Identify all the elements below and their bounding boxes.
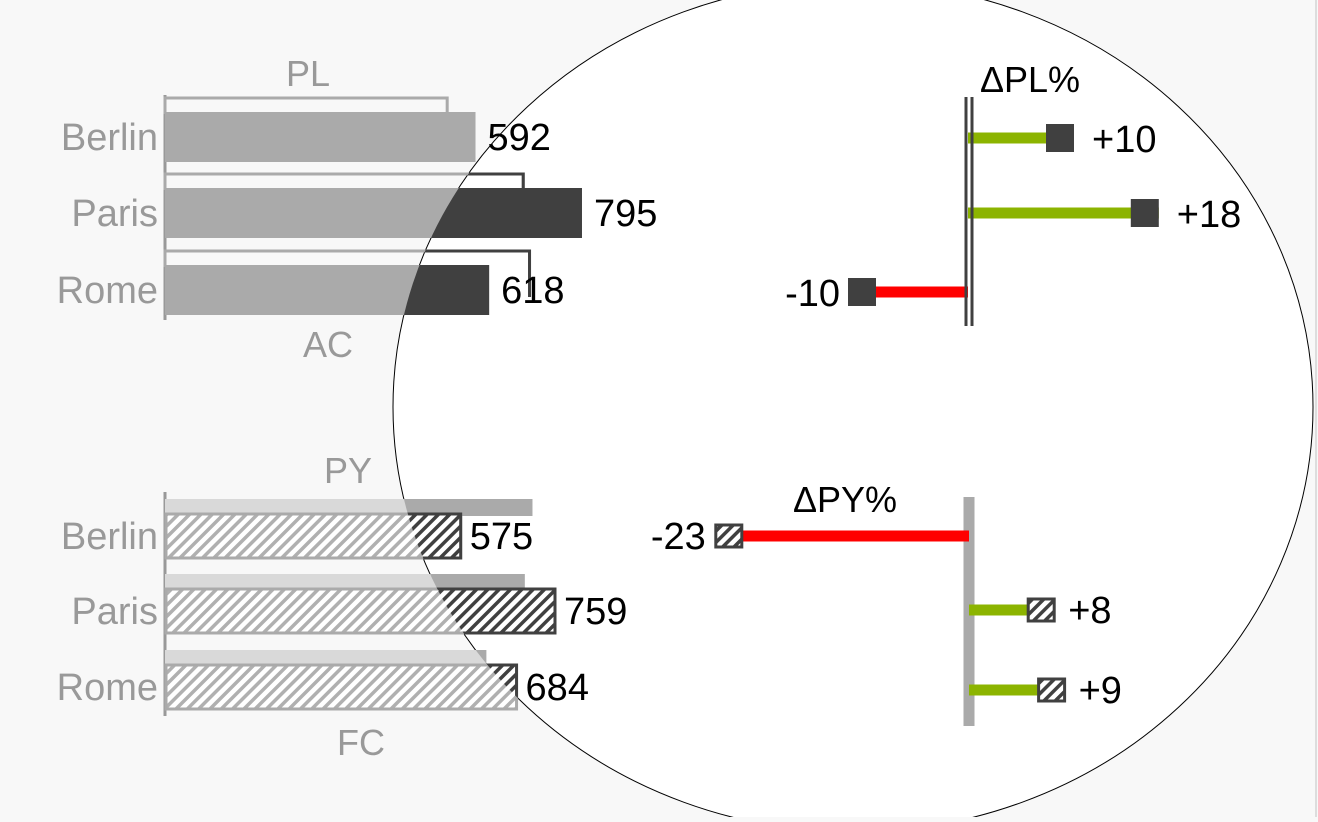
py-header-label: PY bbox=[324, 450, 372, 491]
fc-footer-label: FC bbox=[337, 722, 385, 763]
py-bar-magnified bbox=[393, 499, 533, 516]
category-label: Berlin bbox=[61, 117, 158, 159]
delta-pl-marker bbox=[1046, 124, 1074, 152]
pl-bar-outline-magnified bbox=[393, 172, 525, 220]
ac-value-label: 795 bbox=[594, 193, 657, 235]
delta-py-value-label: +9 bbox=[1079, 670, 1122, 712]
delta-pl-value-label: -10 bbox=[785, 273, 840, 315]
pl-header-label: PL bbox=[286, 53, 330, 94]
delta-pl-marker bbox=[1130, 199, 1159, 227]
ac-value-label: 618 bbox=[501, 270, 564, 312]
delta-py-value-label: -23 bbox=[651, 516, 706, 558]
delta-pl-title: ΔPL% bbox=[980, 59, 1080, 100]
fc-value-label: 575 bbox=[470, 516, 533, 558]
category-label: Berlin bbox=[61, 516, 158, 558]
magnifier-circle bbox=[392, 0, 1314, 822]
category-label: Paris bbox=[71, 193, 158, 235]
delta-py-value-label: +8 bbox=[1068, 590, 1111, 632]
category-label: Rome bbox=[57, 667, 158, 709]
pl-bar-outline-magnified bbox=[393, 249, 532, 297]
delta-pl-value-label: +10 bbox=[1092, 119, 1156, 161]
ac-footer-label: AC bbox=[303, 324, 353, 365]
category-label: Paris bbox=[71, 591, 158, 633]
fc-value-label: 684 bbox=[526, 667, 589, 709]
delta-py-marker bbox=[714, 523, 744, 549]
delta-py-marker bbox=[1026, 597, 1056, 623]
fc-value-label: 759 bbox=[564, 591, 627, 633]
py-bar bbox=[165, 650, 487, 667]
ac-bar bbox=[165, 112, 476, 162]
delta-pl-marker bbox=[848, 278, 876, 306]
delta-py-title: ΔPY% bbox=[793, 479, 897, 520]
delta-pl-value-label: +18 bbox=[1177, 194, 1241, 236]
category-label: Rome bbox=[57, 270, 158, 312]
delta-py-marker bbox=[1037, 677, 1067, 703]
ac-value-label: 592 bbox=[488, 117, 551, 159]
fc-bar bbox=[164, 663, 519, 711]
